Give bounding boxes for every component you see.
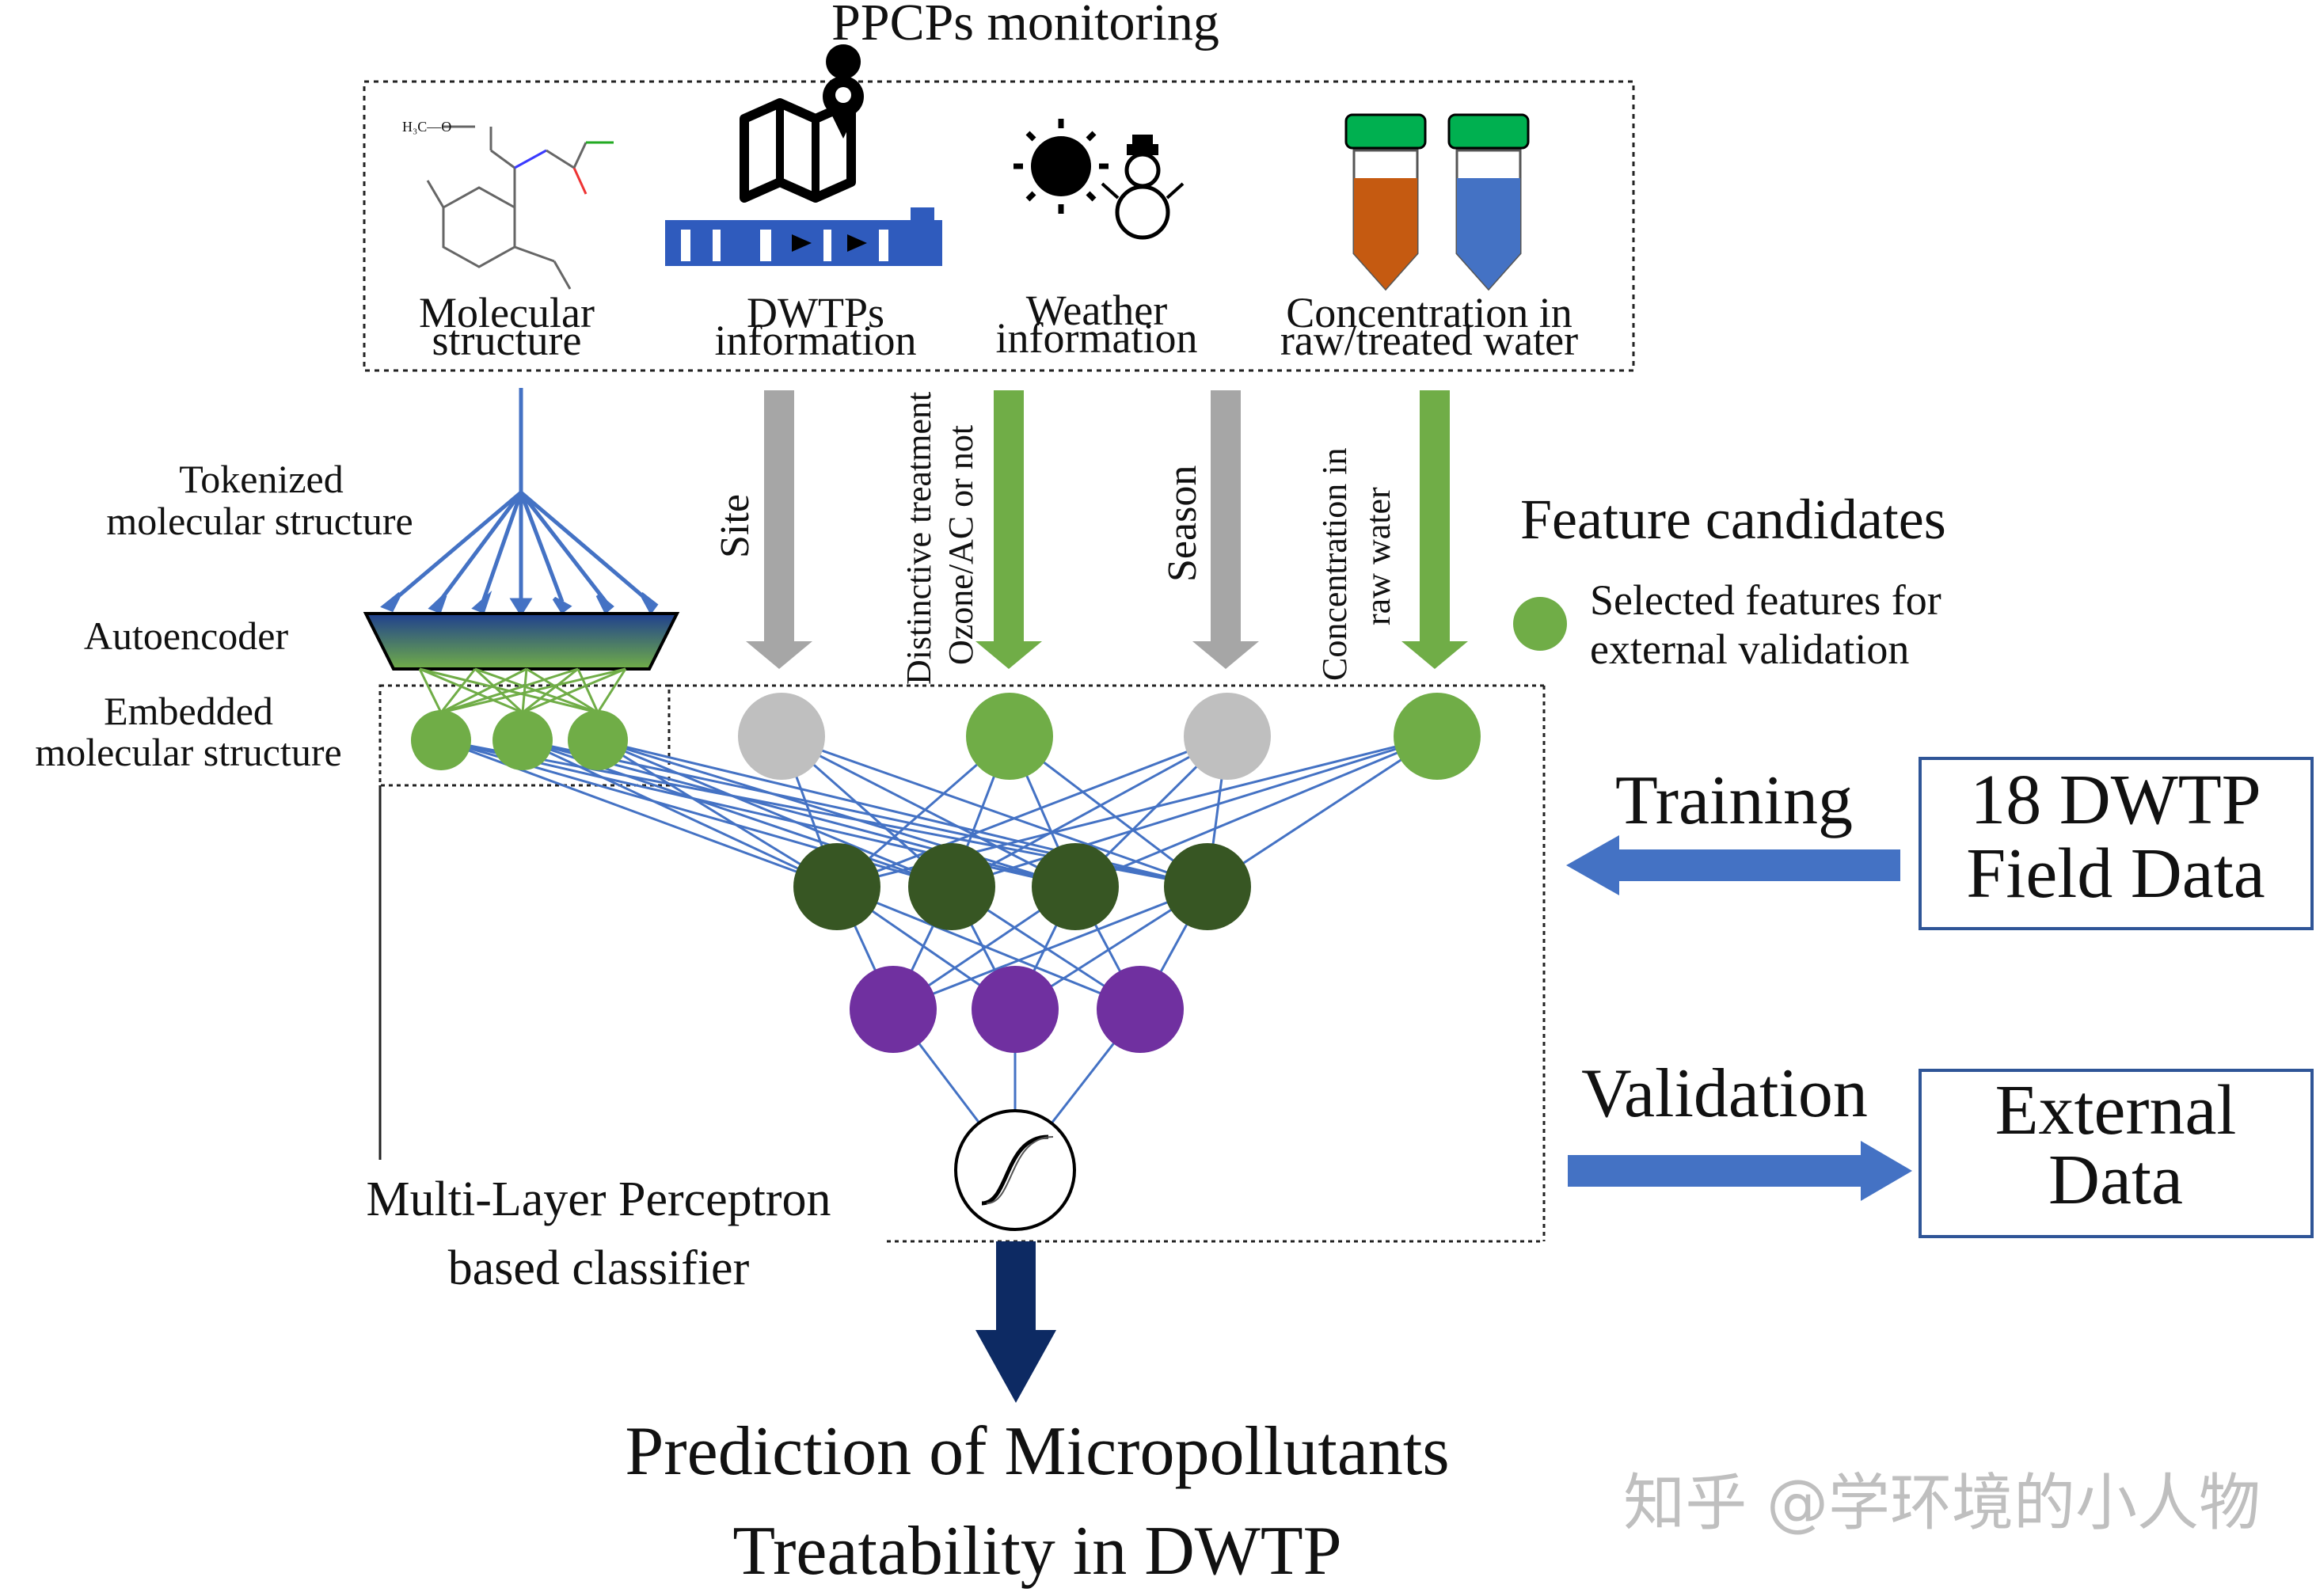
source-mol-line1: Molecular — [419, 289, 595, 336]
source-mol-line2: structure — [432, 317, 582, 364]
input-hidden1-link — [597, 739, 953, 888]
legend-selected-line2: external validation — [1590, 625, 1909, 673]
training-data-box — [1919, 757, 2314, 930]
network-links — [440, 735, 1438, 1171]
input-hidden1-link — [597, 739, 838, 888]
external-box-line1: External — [1995, 1071, 2237, 1150]
external-data-box — [1919, 1069, 2314, 1238]
autoencoder-embedding-link — [440, 667, 579, 714]
feature-conc-line2: raw water — [1359, 487, 1398, 625]
input-hidden1-link — [1074, 735, 1438, 888]
molecule-label-ch3: H₃C—O — [402, 119, 451, 135]
autoencoder-embedding-link — [521, 668, 528, 713]
autoencoder-embedding-link — [440, 667, 626, 714]
legend-selected-dot — [1513, 597, 1567, 651]
treatment-plant-icon — [665, 207, 942, 266]
autoencoder-label: Autoencoder — [84, 614, 289, 658]
autoencoder-embedding-link — [576, 668, 599, 713]
autoencoder-embedding-link — [473, 667, 524, 714]
source-conc-line2: raw/treated water — [1280, 317, 1578, 364]
source-dwtp-line2: information — [715, 317, 917, 364]
feature-season-label: Season — [1160, 466, 1205, 582]
conc-node — [1394, 693, 1481, 780]
autoencoder-embedding-link — [596, 668, 627, 713]
tokenized-line1: Tokenized — [179, 457, 344, 501]
embedded-node-2 — [492, 710, 553, 770]
treatment-node — [966, 693, 1053, 780]
feature-treatment-line1: Distinctive treatment — [899, 392, 938, 685]
hidden-layer-1 — [793, 843, 1251, 930]
input-hidden1-link — [597, 739, 1208, 888]
training-arrow — [1566, 835, 1900, 895]
watermark: 知乎 @学环境的小人物 — [1623, 1468, 2261, 1539]
embedded-node-1 — [411, 710, 471, 770]
molecule-icon — [426, 125, 614, 290]
autoencoder-embedding-link — [439, 668, 477, 713]
source-weather-line1: Weather — [1026, 287, 1168, 334]
feature-conc-line1: Concentration in — [1315, 448, 1354, 682]
source-conc-line1: Concentration in — [1286, 289, 1572, 336]
output-line2: Treatability in DWTP — [732, 1513, 1341, 1590]
site-node — [738, 693, 825, 780]
input-hidden1-link — [522, 739, 838, 888]
input-hidden1-link — [836, 735, 1228, 888]
input-hidden1-link — [781, 735, 1076, 888]
sigmoid-output-node — [954, 1109, 1076, 1231]
output-arrow — [975, 1241, 1056, 1403]
season-node — [1184, 693, 1271, 780]
hidden1-node-1 — [793, 843, 880, 930]
input-hidden1-link — [951, 735, 1438, 888]
hidden1-hidden2-link — [836, 885, 1141, 1011]
mlp-label-line1: Multi-Layer Perceptron — [366, 1172, 831, 1226]
sigmoid-curve-icon — [981, 1134, 1049, 1206]
map-pin-icon — [740, 44, 864, 203]
autoencoder-embedding-link — [440, 667, 527, 714]
test-tubes-icon — [1344, 113, 1530, 291]
hidden2-node-2 — [972, 966, 1059, 1053]
hidden1-node-3 — [1032, 843, 1119, 930]
feature-site-label: Site — [713, 494, 758, 558]
feature-arrows — [746, 390, 1468, 669]
tokenized-line2: molecular structure — [106, 499, 413, 543]
hidden-layer-2 — [850, 966, 1184, 1053]
hidden1-node-2 — [908, 843, 995, 930]
hidden1-node-4 — [1164, 843, 1251, 930]
hidden2-node-1 — [850, 966, 937, 1053]
legend-selected-line1: Selected features for — [1590, 576, 1941, 624]
external-box-line2: Data — [2048, 1141, 2183, 1219]
output-line1: Prediction of Micropollutants — [625, 1413, 1449, 1490]
autoencoder-embedding-link — [526, 667, 599, 714]
mlp-box — [378, 684, 1546, 1243]
tokenization-fan — [380, 388, 659, 617]
autoencoder-links — [418, 667, 627, 714]
mlp-label-line2: based classifier — [448, 1241, 750, 1295]
input-hidden1-link — [1207, 735, 1438, 888]
training-label: Training — [1615, 762, 1853, 839]
input-layer — [411, 693, 1481, 780]
hidden1-hidden2-link — [892, 885, 1208, 1011]
embedded-node-3 — [568, 710, 628, 770]
embedded-line2: molecular structure — [35, 730, 341, 774]
sun-snowman-icon — [1013, 119, 1185, 240]
autoencoder-embedding-link — [419, 667, 523, 714]
validation-label: Validation — [1581, 1055, 1868, 1132]
legend-title: Feature candidates — [1520, 488, 1946, 551]
validation-arrow — [1568, 1141, 1912, 1201]
autoencoder-embedding-link — [418, 668, 443, 713]
autoencoder-block — [363, 612, 680, 671]
autoencoder-embedding-link — [522, 667, 626, 714]
diagram-title: PPCPs monitoring — [831, 0, 1219, 51]
training-box-line2: Field Data — [1966, 834, 2265, 913]
source-dwtp-line1: DWTPs — [747, 289, 884, 336]
input-hidden1-link — [951, 735, 1228, 888]
source-weather-line2: information — [996, 314, 1198, 362]
autoencoder-embedding-link — [522, 667, 579, 714]
hidden2-node-3 — [1097, 966, 1184, 1053]
embedded-line1: Embedded — [104, 689, 273, 733]
feature-treatment-line2: Ozone/AC or not — [941, 425, 980, 665]
training-box-line1: 18 DWTP — [1970, 761, 2261, 839]
